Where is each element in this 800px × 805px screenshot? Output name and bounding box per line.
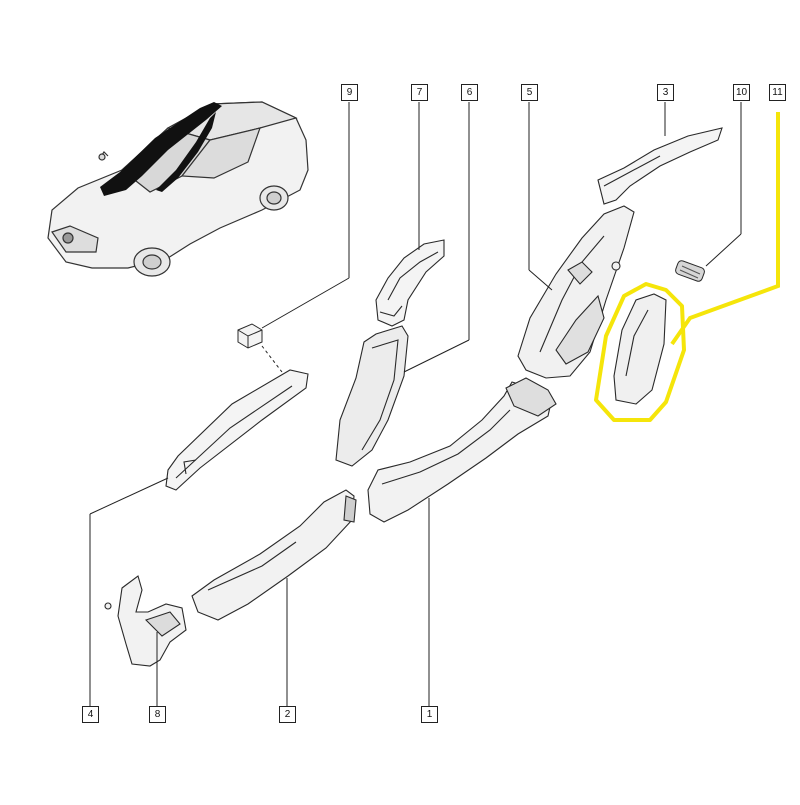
part-2-front-sill — [191, 489, 357, 621]
part-1-rear-sill — [367, 377, 557, 523]
callout-3: 3 — [657, 84, 674, 101]
part-7-upper-trim — [375, 239, 445, 327]
car-illustration — [47, 101, 309, 277]
part-9-clip — [237, 323, 263, 349]
leader-lines — [89, 102, 742, 706]
part-5-c-pillar-trim — [517, 205, 635, 379]
callout-4: 4 — [82, 706, 99, 723]
callout-5: 5 — [521, 84, 538, 101]
callout-1: 1 — [421, 706, 438, 723]
callout-9: 9 — [341, 84, 358, 101]
part-8-front-corner — [104, 575, 187, 667]
part-6-pillar-trim — [335, 325, 409, 467]
part-11-panel — [613, 293, 667, 405]
callout-10: 10 — [733, 84, 750, 101]
car-trim-marking — [100, 102, 222, 196]
callout-6: 6 — [461, 84, 478, 101]
part-3-upper-strip — [597, 127, 723, 205]
callout-7: 7 — [411, 84, 428, 101]
callout-2: 2 — [279, 706, 296, 723]
callout-11-highlight-leader — [670, 112, 780, 346]
callout-8: 8 — [149, 706, 166, 723]
callout-11: 11 — [769, 84, 786, 101]
part-4-trim-strip — [165, 369, 309, 491]
part-11-highlight-outline — [594, 282, 686, 422]
part-10-vent — [675, 260, 705, 282]
